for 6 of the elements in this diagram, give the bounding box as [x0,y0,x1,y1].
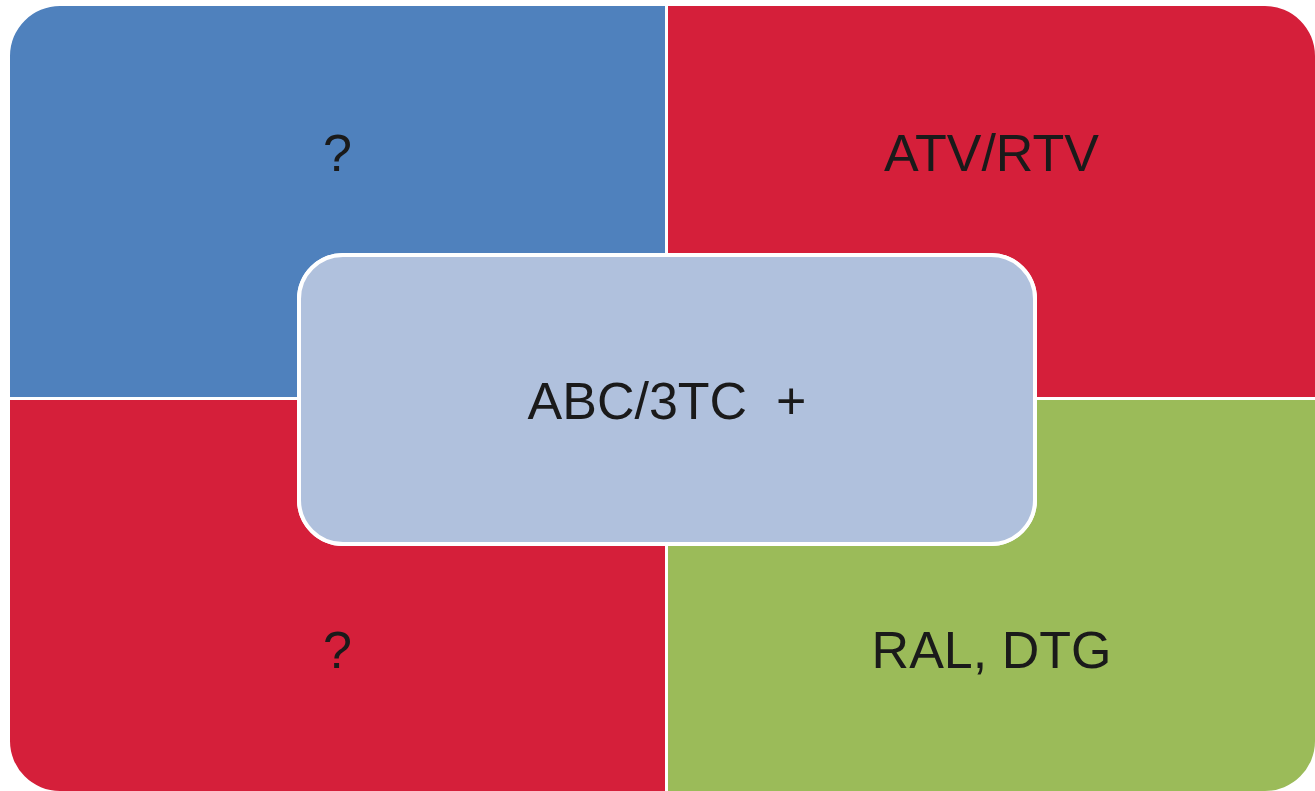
node-label: ATV/RTV [884,123,1099,184]
node-label: ABC/3TC + [527,371,807,432]
node-label: ? [323,620,352,681]
node-label: ? [323,123,352,184]
center-box [297,253,1037,546]
node-label: RAL, DTG [871,620,1112,681]
